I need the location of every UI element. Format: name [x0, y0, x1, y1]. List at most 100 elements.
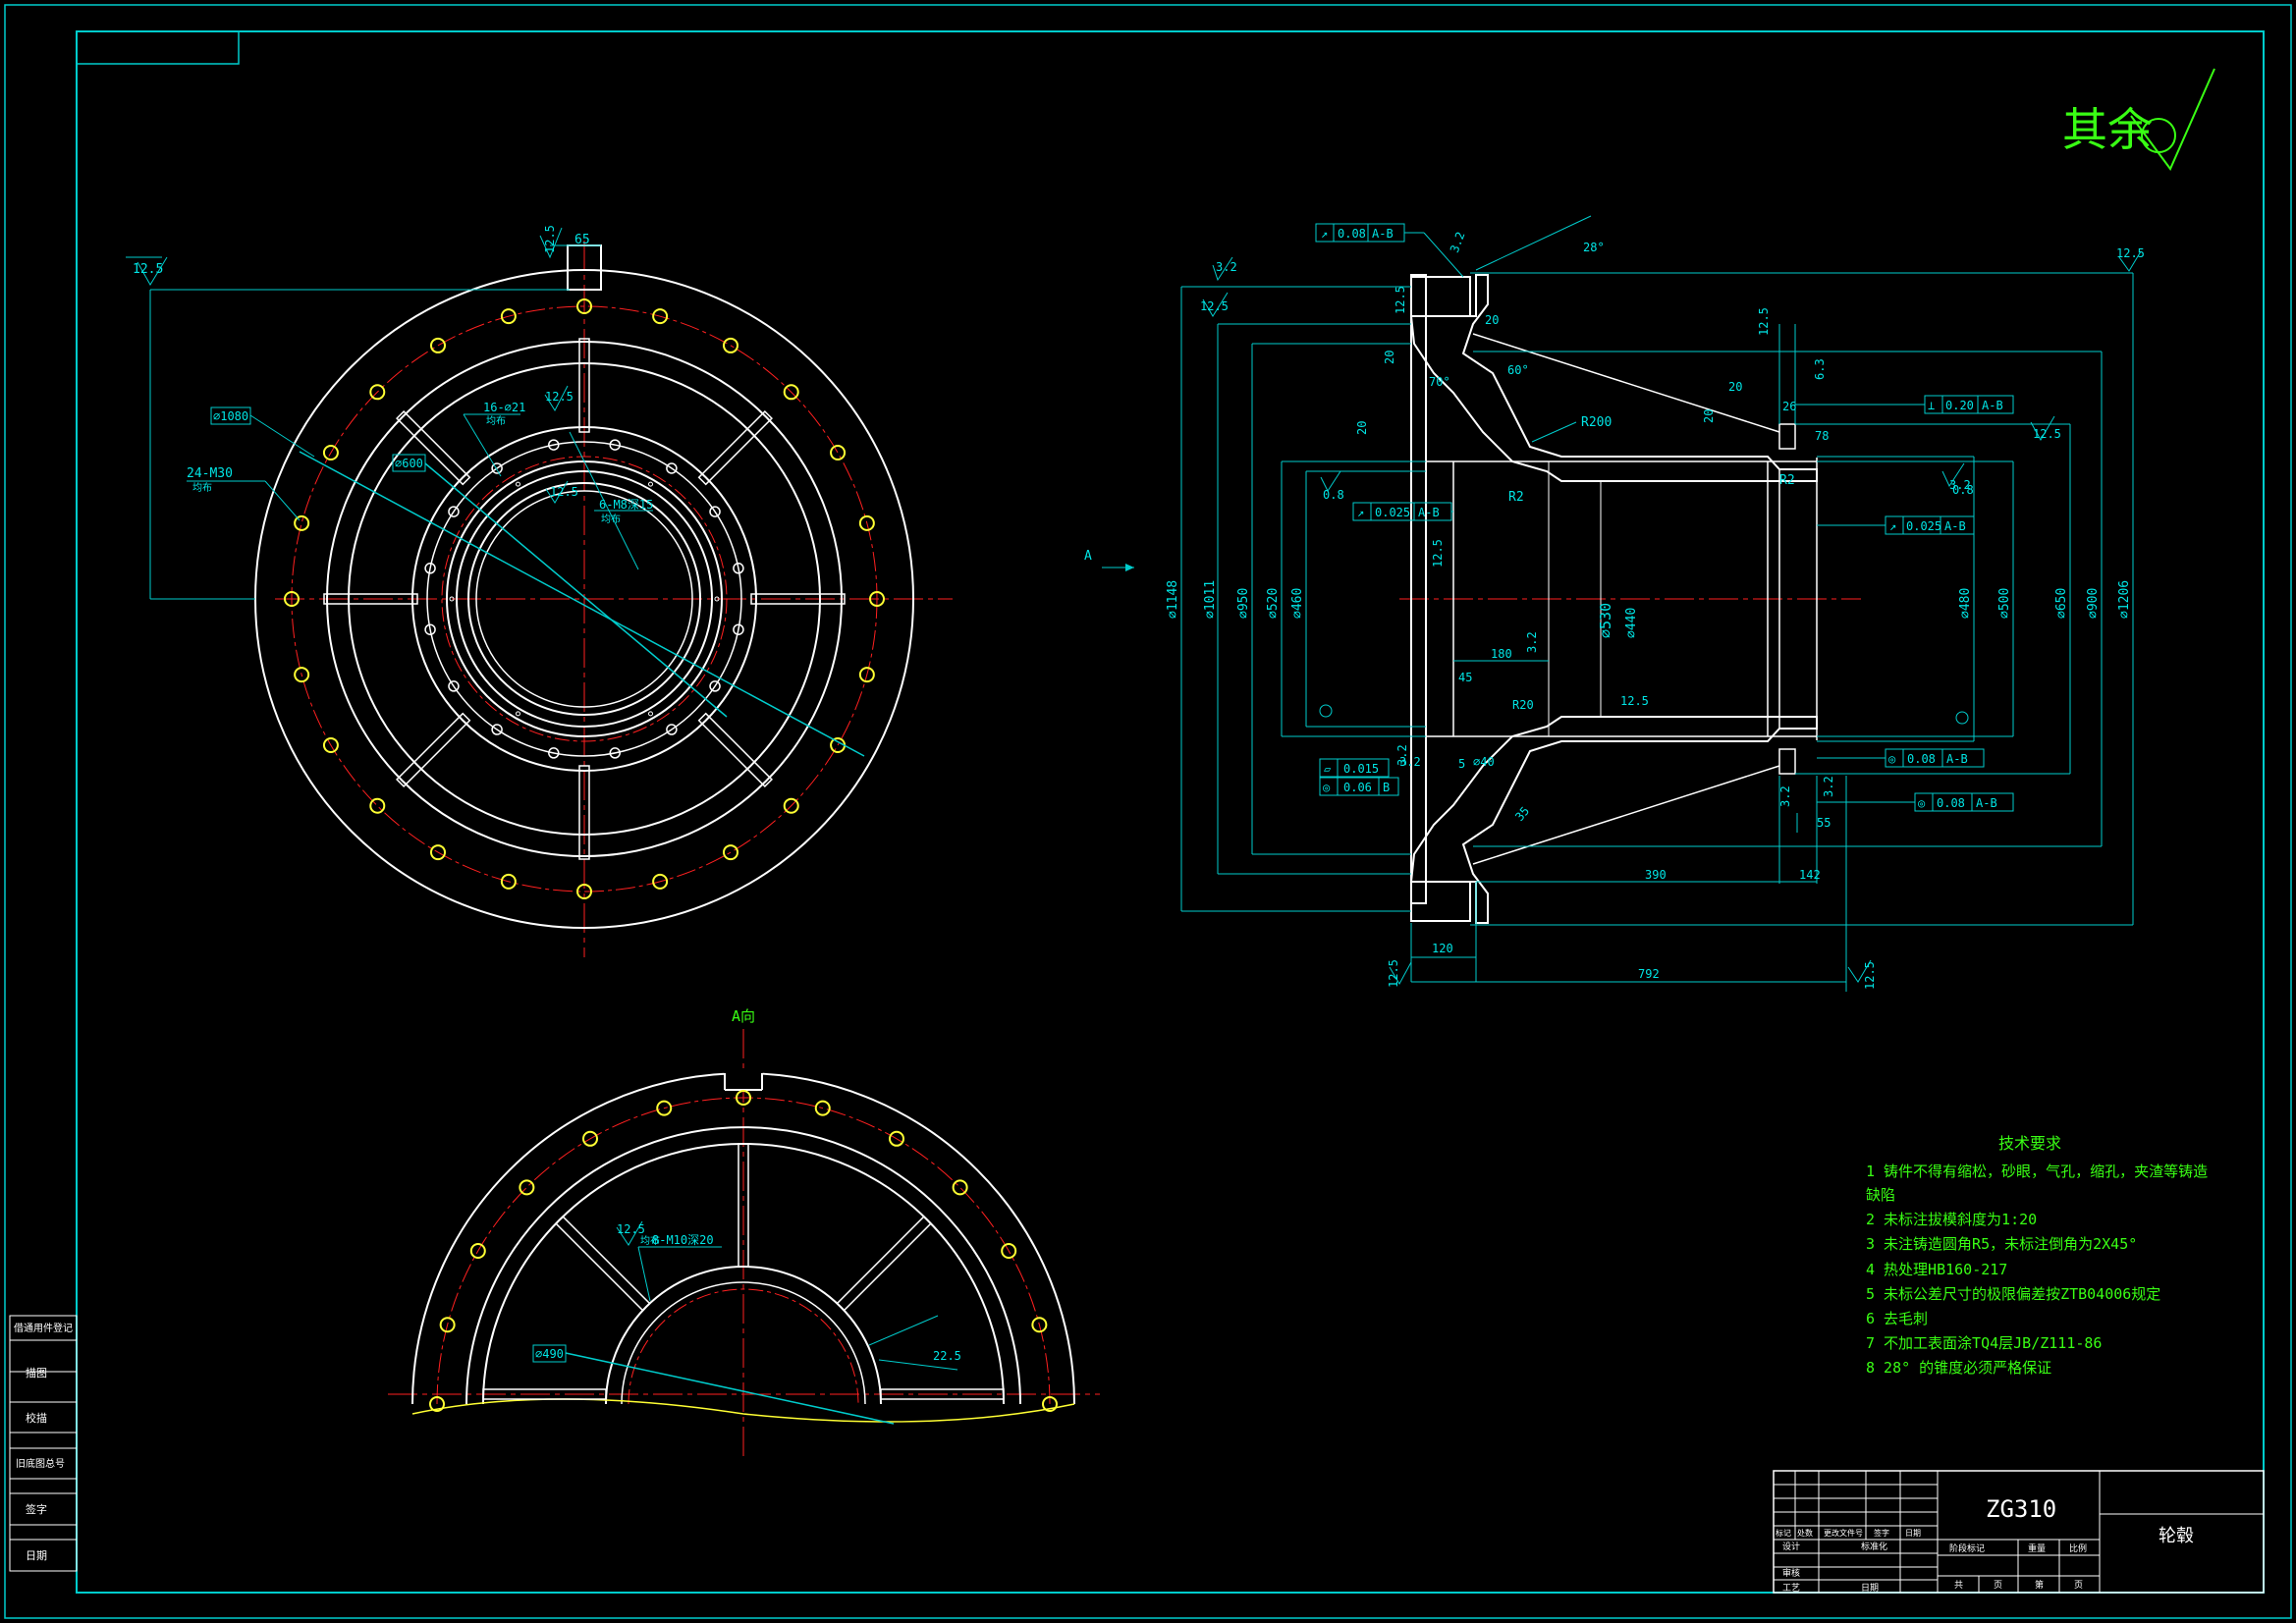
diameter-label: ⌀950 [1236, 588, 1251, 619]
sv-rough-08: 0.8 [1323, 488, 1344, 502]
sv-coax-006: 0.06 [1343, 781, 1372, 794]
tb-review: 审核 [1782, 1567, 1800, 1579]
sv-rough-32-r: 3.2 [1949, 478, 1971, 492]
bolt-hole [889, 1130, 904, 1147]
tb-designer: 设计 [1782, 1541, 1800, 1552]
tb-row-label-0: 标记 [1776, 1528, 1791, 1538]
front-m8-holes [449, 481, 720, 717]
sv-runout-025-r: 0.025 [1906, 519, 1941, 533]
sv-d530: ⌀530 [1597, 603, 1614, 638]
datum-b-icon [1955, 711, 1969, 725]
sv-angle-60: 60° [1507, 363, 1529, 377]
bolt-hole [500, 873, 517, 890]
title-block-grid [1774, 1471, 1938, 1593]
tb-stage-1: 重量 [2028, 1542, 2046, 1554]
tb-sheet-0: 共 [1954, 1580, 1963, 1591]
va-d490: ⌀490 [535, 1347, 564, 1361]
side-row-2: 校描 [26, 1411, 47, 1425]
sv-coax-008-b-ref: A-B [1976, 796, 1997, 810]
sv-runout-025-r-ref: A-B [1944, 519, 1966, 533]
upper-wall-section [1409, 274, 1818, 482]
fv-m8: 6-M8深15 [599, 498, 653, 512]
tech-item-4: 4 热处理HB160-217 [1866, 1261, 2007, 1278]
fv-left-rough: 12.5 [133, 262, 163, 277]
view-a-keyway [724, 1069, 763, 1091]
sv-d40: ⌀40 [1473, 755, 1495, 769]
bolt-hole [430, 337, 446, 353]
sv-rough-32-left: 3.2 [1216, 260, 1237, 274]
fv-slot-top: 65 [574, 233, 590, 247]
fv-d600: ⌀600 [395, 457, 423, 470]
sv-coax-008-a: 0.08 [1907, 752, 1936, 766]
fv-hole-16: 16-⌀21 [483, 401, 525, 414]
bolt-hole [952, 1179, 968, 1196]
side-row-1: 描图 [26, 1366, 47, 1380]
sv-r2-left: R2 [1508, 490, 1524, 505]
tech-title: 技术要求 [1998, 1134, 2061, 1153]
small-hole [548, 439, 560, 451]
corner-code-box [76, 30, 240, 65]
sv-rough-125-right: 12.5 [2116, 246, 2145, 260]
small-hole [733, 563, 744, 574]
tb-standard: 标准化 [1861, 1541, 1887, 1552]
sv-d440: ⌀440 [1624, 608, 1639, 638]
roughness-note: 其余 [2062, 68, 2215, 171]
bolt-hole [1042, 1396, 1058, 1412]
sv-d20-d: 20 [1702, 409, 1716, 423]
small-hole [609, 439, 621, 451]
fv-inner-rough: 12.5 [545, 390, 574, 404]
m8-hole [516, 711, 520, 717]
bolt-hole [429, 1396, 445, 1412]
sv-d78: 78 [1815, 429, 1829, 443]
diameter-labels-left: ⌀1148⌀1011⌀950⌀520⌀460 [1166, 580, 1305, 619]
diameter-label: ⌀520 [1266, 588, 1281, 619]
tech-item-3: 3 未注铸造圆角R5，未标注倒角为2X45° [1866, 1235, 2137, 1253]
sv-coax-008-a-ref: A-B [1946, 752, 1968, 766]
datum-a-icon [1319, 704, 1333, 718]
flatness-icon: ▱ [1324, 762, 1332, 776]
runout-arrow-icon: ↗ [1357, 506, 1364, 519]
small-hole [666, 462, 678, 474]
runout-arrow-icon: ↗ [1889, 519, 1896, 533]
sv-coax-008-b: 0.08 [1937, 796, 1965, 810]
fv-m8-sub: 均布 [601, 514, 621, 525]
diameter-labels-right: ⌀480⌀500⌀650⌀900⌀1206 [1958, 580, 2132, 619]
sv-d20-left: 20 [1383, 351, 1396, 364]
side-row-3: 旧底图总号 [16, 1457, 65, 1470]
sv-d45: 45 [1458, 671, 1472, 684]
side-row-0: 借通用件登记 [14, 1322, 73, 1334]
small-hole [491, 462, 503, 474]
sv-d5: 5 [1458, 757, 1465, 771]
tb-process: 工艺 [1782, 1583, 1800, 1594]
sv-d35: 35 [1512, 804, 1532, 824]
bolt-hole [736, 1090, 751, 1106]
sv-r2-right: R2 [1779, 473, 1795, 488]
tb-part-name: 轮毂 [2159, 1526, 2194, 1546]
diameter-label: ⌀1148 [1166, 580, 1180, 619]
diameter-label: ⌀460 [1290, 588, 1305, 619]
tech-item-1: 缺陷 [1866, 1186, 1895, 1204]
va-d22-5: 22.5 [933, 1349, 961, 1363]
m8-hole [648, 711, 653, 717]
sv-d390: 390 [1645, 868, 1667, 882]
fv-rough-mid: 12.5 [550, 485, 578, 499]
sv-rough-32-b1: 3.2 [1778, 785, 1792, 807]
bolt-hole [858, 667, 875, 683]
bolt-hole [469, 1243, 486, 1259]
tech-item-5: 5 未标公差尺寸的极限偏差按ZTB04006规定 [1866, 1285, 2160, 1303]
concentricity-icon: ◎ [1918, 796, 1925, 810]
sv-d20-b: 20 [1355, 421, 1369, 435]
small-hole [548, 747, 560, 759]
bolt-hole [652, 308, 669, 325]
small-hole [666, 724, 678, 735]
bolt-hole [322, 737, 339, 753]
sv-r20: R20 [1512, 698, 1534, 712]
roughness-note-label: 其余 [2062, 103, 2153, 156]
sv-rough-63: 6.3 [1813, 358, 1827, 380]
sv-rough-125-flange: 12.5 [1394, 286, 1407, 314]
bolt-hole [284, 591, 300, 607]
m8-hole [714, 596, 720, 602]
bolt-hole [500, 308, 517, 325]
sv-rough-125-bl: 12.5 [1387, 959, 1400, 988]
bolt-hole [576, 884, 592, 899]
